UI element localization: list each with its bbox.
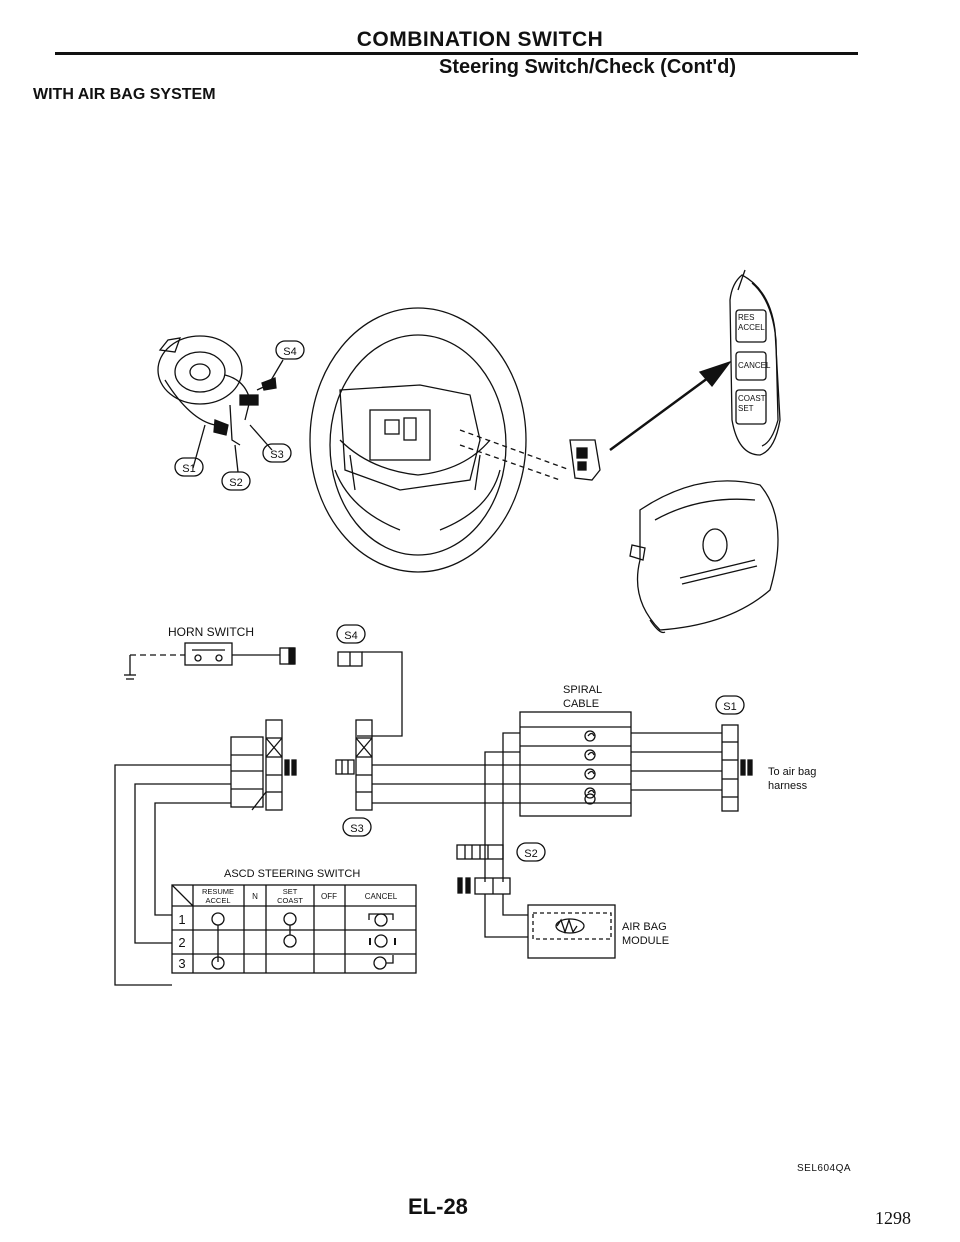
spiral-cable-label-1: SPIRAL (563, 684, 602, 696)
res-accel-label-1: RES (738, 313, 754, 322)
connector-s3-bubble (262, 443, 292, 463)
figure-id: SEL604QA (797, 1163, 852, 1174)
to-air-bag-label-2: harness (768, 780, 808, 792)
connector-s1-bubble (174, 457, 204, 477)
s2-diagram-label: S2 (524, 848, 537, 860)
s3-switch-connector (230, 719, 297, 811)
s3-diagram-bubble (342, 817, 372, 837)
air-bag-module-label-2: MODULE (622, 935, 669, 947)
connector-s4-bubble (275, 340, 305, 360)
to-air-bag-label-1: To air bag (768, 766, 816, 778)
s3-harness-connector (335, 719, 373, 811)
air-bag-module-box (527, 904, 616, 959)
page-code: EL-28 (408, 1194, 468, 1219)
s1-label: S1 (182, 463, 195, 475)
s3-label: S3 (270, 449, 283, 461)
spiral-cable-label-2: CABLE (563, 698, 599, 710)
ascd-header-off: OFF (321, 892, 337, 901)
page-subtitle: Steering Switch/Check (Cont'd) (438, 56, 736, 78)
ascd-header-set-2: COAST (277, 896, 303, 905)
air-bag-module-illustration (629, 480, 779, 634)
air-bag-module-label-1: AIR BAG (622, 921, 667, 933)
spiral-cable-box (519, 711, 632, 817)
horn-switch-label: HORN SWITCH (168, 625, 254, 639)
header-rule (55, 52, 858, 55)
s4-diagram-label: S4 (344, 630, 357, 642)
s1-connector (721, 724, 753, 812)
ascd-header-n: N (252, 892, 258, 901)
section-heading: WITH AIR BAG SYSTEM (33, 86, 216, 103)
cancel-label: CANCEL (738, 361, 771, 370)
ascd-row-2: 2 (178, 935, 185, 950)
ascd-title: ASCD STEERING SWITCH (224, 868, 360, 880)
steering-switch-module (569, 439, 601, 481)
s2-diagram-bubble (516, 842, 546, 862)
switch-inset (729, 269, 781, 456)
ascd-switch-table (171, 884, 417, 974)
s1-diagram-label: S1 (723, 701, 736, 713)
coast-set-label-2: SET (738, 404, 754, 413)
s1-diagram-bubble (715, 695, 745, 715)
steering-wheel-illustration (309, 307, 527, 573)
s4-diagram-bubble (336, 624, 366, 644)
s3-diagram-label: S3 (350, 823, 363, 835)
ascd-header-set-1: SET (283, 887, 298, 896)
ascd-header-resume-1: RESUME (202, 887, 234, 896)
ascd-row-3: 3 (178, 956, 185, 971)
ascd-row-1: 1 (178, 912, 185, 927)
s2-label: S2 (229, 477, 242, 489)
page-number: 1298 (875, 1208, 911, 1228)
coast-set-label-1: COAST (738, 394, 766, 403)
s2-connector (456, 844, 511, 895)
horn-switch-circuit (124, 642, 296, 680)
connector-s2-bubble (221, 471, 251, 491)
page-title: COMBINATION SWITCH (356, 28, 604, 51)
s4-label: S4 (283, 346, 296, 358)
spiral-cable-illustration (157, 335, 284, 473)
ascd-header-resume-2: ACCEL (205, 896, 230, 905)
ascd-header-cancel: CANCEL (365, 892, 398, 901)
res-accel-label-2: ACCEL (738, 323, 765, 332)
